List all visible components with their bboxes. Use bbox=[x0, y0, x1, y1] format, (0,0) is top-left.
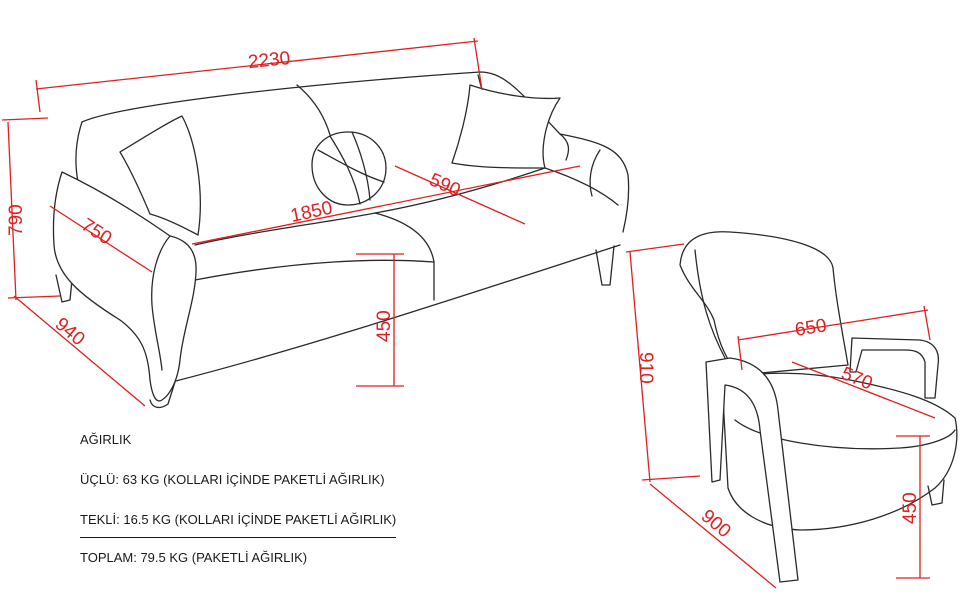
weight-divider bbox=[80, 537, 396, 538]
armchair-left-arm bbox=[705, 357, 799, 583]
weight-total: TOPLAM: 79.5 KG (PAKETLİ AĞIRLIK) bbox=[80, 550, 308, 565]
dim-chair-height: 910 bbox=[635, 352, 656, 384]
dim-sofa-height: 790 bbox=[6, 204, 27, 236]
armchair-back bbox=[679, 231, 849, 376]
sofa-pillow-right bbox=[451, 84, 561, 169]
dim-sofa-seat-height: 450 bbox=[374, 310, 395, 342]
sofa-bolster-pillow bbox=[311, 131, 387, 206]
sofa-seat-front bbox=[159, 244, 621, 386]
sofa-bolster-stripe-2 bbox=[329, 135, 361, 205]
sofa-left-arm bbox=[52, 171, 197, 402]
weight-heading: AĞIRLIK bbox=[80, 432, 132, 447]
sofa-right-arm bbox=[559, 133, 601, 197]
sofa-pillow-left bbox=[119, 115, 201, 236]
sofa-leg-left-back bbox=[55, 274, 73, 303]
dim-sofa-depth: 940 bbox=[51, 314, 89, 350]
sofa-seat-cushions bbox=[194, 167, 619, 246]
dim-chair-seat-height: 450 bbox=[900, 492, 921, 524]
sofa-seat-divider bbox=[374, 212, 435, 301]
weight-triple-sofa: ÜÇLÜ: 63 KG (KOLLARI İÇİNDE PAKETLİ AĞIR… bbox=[80, 472, 385, 487]
armchair-right-arm bbox=[849, 337, 940, 399]
dim-chair-seat-width: 650 bbox=[793, 315, 828, 341]
sofa-leg-left-front bbox=[149, 381, 176, 409]
armchair-leg-back bbox=[927, 479, 945, 506]
sofa-back-seam-1 bbox=[296, 84, 331, 136]
sofa-bolster-stripe-3 bbox=[351, 131, 371, 201]
sofa-left-arm-front bbox=[151, 235, 171, 371]
armchair-drawing bbox=[679, 231, 958, 583]
dim-chair-depth: 900 bbox=[697, 506, 735, 542]
dim-sofa-seat-width: 1850 bbox=[289, 198, 335, 227]
armchair-back-inner bbox=[694, 249, 727, 361]
dim-sofa-width: 2230 bbox=[247, 48, 291, 73]
dim-sofa-seat-depth: 590 bbox=[426, 169, 464, 201]
sofa-leg-right bbox=[595, 245, 615, 286]
sofa-backrest-left bbox=[75, 121, 83, 183]
dimension-lines bbox=[1, 37, 936, 589]
sofa-seat-front-top bbox=[194, 259, 435, 281]
sofa-bolster-stripe-1 bbox=[317, 149, 385, 183]
sofa-drawing bbox=[52, 71, 630, 409]
sofa-backrest bbox=[81, 71, 630, 233]
weight-single-chair: TEKLİ: 16.5 KG (KOLLARI İÇİNDE PAKETLİ A… bbox=[80, 512, 397, 527]
